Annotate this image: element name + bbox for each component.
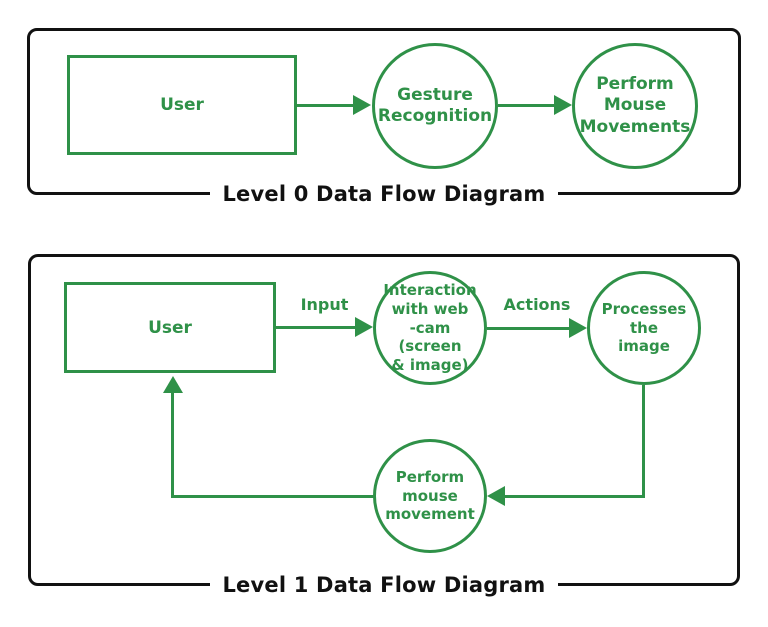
level1-processes-image-label: Processes the image <box>601 299 687 356</box>
level0-arrow-user-to-gesture-head <box>353 95 371 115</box>
level1-interaction-label: Interaction with web -cam (screen & imag… <box>383 280 477 375</box>
level0-arrow-user-to-gesture-line <box>297 104 355 107</box>
level1-arrow-interaction-to-processes-line <box>487 327 570 330</box>
level1-arrow-interaction-to-processes-head <box>569 318 587 338</box>
level1-actions-flow-label: Actions <box>503 295 571 314</box>
level1-arrow-up-to-user-line <box>171 392 174 498</box>
level1-user-label: User <box>148 317 192 338</box>
level1-arrow-user-to-interaction-head <box>355 317 373 337</box>
level0-user-label: User <box>160 95 204 115</box>
level0-caption: Level 0 Data Flow Diagram <box>27 182 741 206</box>
level1-arrow-to-perform-head <box>487 486 505 506</box>
level1-arrow-perform-left-line <box>171 495 374 498</box>
level1-arrow-up-to-user-head <box>163 376 183 393</box>
level1-processes-image-process: Processes the image <box>587 271 701 385</box>
level1-caption: Level 1 Data Flow Diagram <box>28 573 740 597</box>
level0-gesture-label: Gesture Recognition <box>377 84 493 126</box>
level1-arrow-to-perform-line <box>505 495 645 498</box>
level1-interaction-process: Interaction with web -cam (screen & imag… <box>373 271 487 385</box>
level1-input-flow-label: Input <box>300 295 349 314</box>
level0-user-entity: User <box>67 55 297 155</box>
level0-mouse-label: Perform Mouse Movements <box>579 74 691 137</box>
level1-arrow-user-to-interaction-line <box>276 326 356 329</box>
level0-mouse-process: Perform Mouse Movements <box>572 43 698 169</box>
level0-gesture-process: Gesture Recognition <box>372 43 498 169</box>
level1-arrow-processes-down-line <box>642 385 645 498</box>
level0-arrow-gesture-to-mouse-head <box>554 95 572 115</box>
level1-perform-mouse-process: Perform mouse movement <box>373 439 487 553</box>
level0-arrow-gesture-to-mouse-line <box>498 104 556 107</box>
level1-user-entity: User <box>64 282 276 373</box>
level1-perform-mouse-label: Perform mouse movement <box>385 467 475 524</box>
